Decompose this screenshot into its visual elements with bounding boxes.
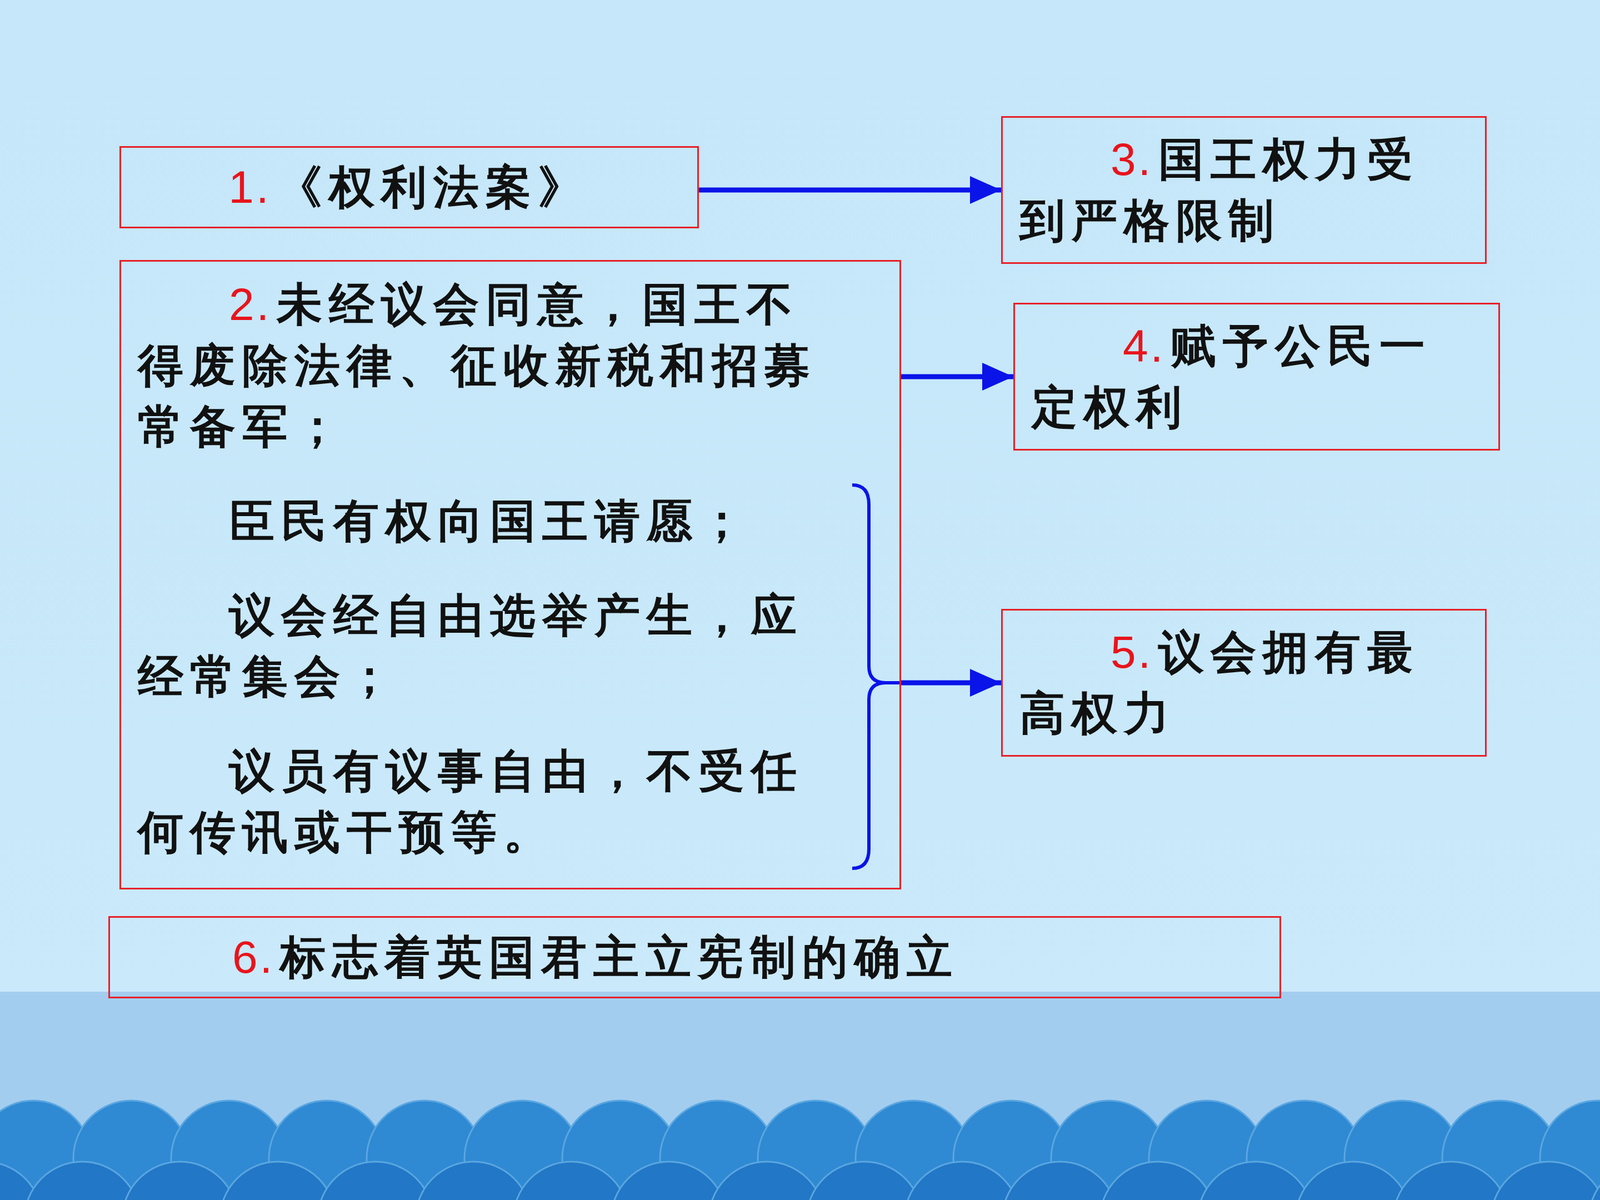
scallop	[1588, 1161, 1600, 1200]
curly-bracket	[852, 485, 902, 869]
scallop	[122, 1161, 238, 1200]
callout-number: 3.	[1110, 133, 1153, 185]
text-box: 5.议会拥有最高权力	[1001, 608, 1487, 757]
scallop	[1002, 1161, 1118, 1200]
content-box: 2.未经议会同意，国王不得废除法律、征收新税和招募常备军； 臣民有权向国王请愿； 议…	[119, 260, 902, 890]
box-text: 议会拥有最高权力	[1019, 625, 1420, 740]
box-text: 议会经自由选举产生，应经常集会；	[137, 588, 804, 703]
arrow-connector	[901, 374, 1014, 380]
scallop-border	[0, 1100, 1600, 1200]
box-text: 国王权力受到严格限制	[1019, 132, 1420, 247]
scallop	[806, 1161, 923, 1200]
box-text: 臣民有权向国王请愿；	[228, 494, 752, 548]
text-box: 6.标志着英国君主立宪制的确立	[108, 916, 1282, 999]
callout-number: 5.	[1110, 626, 1153, 678]
scallop	[513, 1161, 629, 1200]
paragraph: 2.未经议会同意，国王不得废除法律、征收新税和招募常备军；	[137, 273, 833, 458]
callout-number: 2.	[228, 278, 272, 330]
paragraph: 1.《权利法案》	[137, 156, 681, 218]
paragraph: 4.赋予公民一定权利	[1031, 315, 1482, 438]
scallop	[1393, 1161, 1509, 1200]
paragraph: 3.国王权力受到严格限制	[1019, 128, 1469, 252]
box-text: 赋予公民一定权利	[1031, 319, 1432, 434]
text-box: 3.国王权力受到严格限制	[1001, 116, 1487, 264]
scallop	[1295, 1161, 1412, 1200]
scallop	[220, 1161, 336, 1200]
scallop	[415, 1161, 532, 1200]
box-text: 议员有议事自由，不受任何传讯或干预等。	[137, 744, 804, 859]
paragraph: 臣民有权向国王请愿；	[137, 490, 833, 552]
paragraph: 议会经自由选举产生，应经常集会；	[137, 585, 833, 708]
callout-number: 4.	[1122, 320, 1165, 372]
box-text: 《权利法案》	[276, 160, 590, 214]
scallop	[611, 1161, 727, 1200]
arrow-connector	[901, 680, 1002, 686]
paragraph: 6.标志着英国君主立宪制的确立	[232, 926, 1263, 988]
callout-number: 1.	[228, 161, 271, 213]
box-text: 标志着英国君主立宪制的确立	[280, 930, 959, 984]
arrow-connector	[698, 187, 1002, 193]
scallop	[24, 1161, 140, 1200]
paragraph: 议员有议事自由，不受任何传讯或干预等。	[137, 740, 833, 863]
scallop	[1491, 1161, 1600, 1200]
scallop	[1197, 1161, 1314, 1200]
scallop	[904, 1161, 1020, 1200]
scallop	[317, 1161, 434, 1200]
paragraph: 5.议会拥有最高权力	[1019, 621, 1469, 744]
scallop	[1100, 1161, 1216, 1200]
callout-number: 6.	[232, 931, 275, 983]
text-box: 1.《权利法案》	[119, 146, 699, 229]
scallop	[708, 1161, 825, 1200]
text-box: 4.赋予公民一定权利	[1013, 302, 1500, 451]
